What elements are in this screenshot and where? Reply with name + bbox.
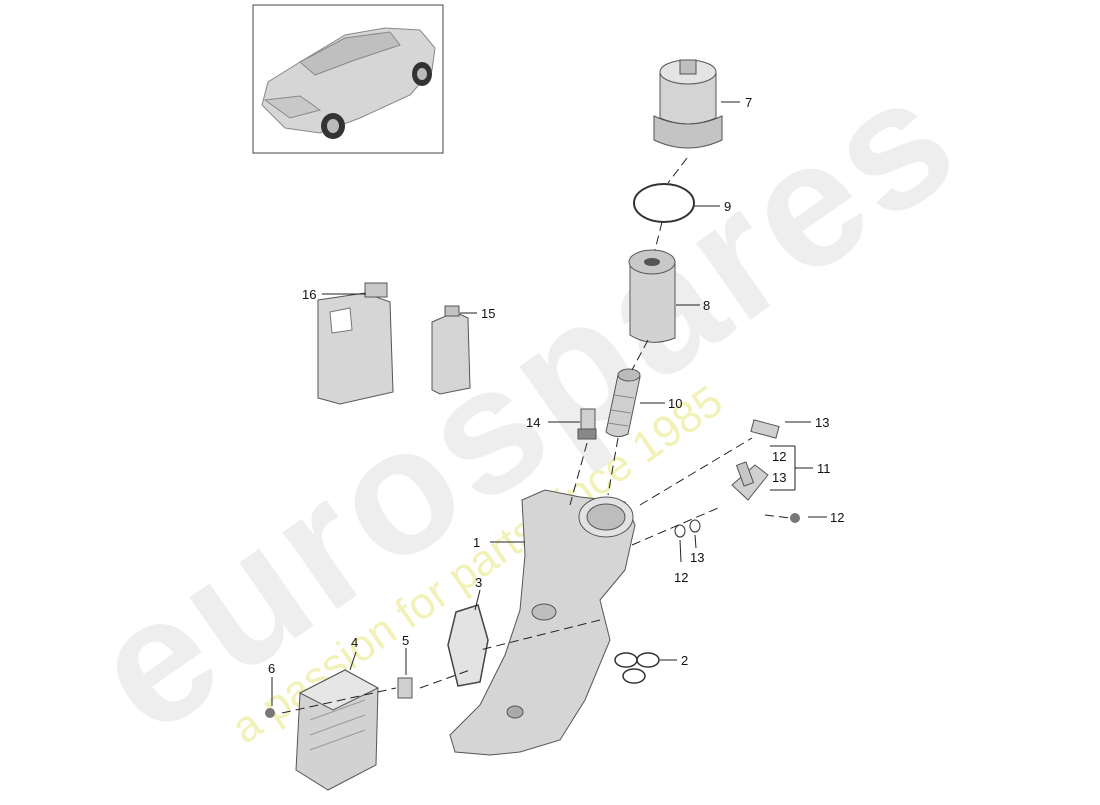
callout-13-bracket: 13 <box>772 470 786 485</box>
part-o-ring-12 <box>674 524 686 538</box>
vehicle-thumbnail <box>252 4 444 154</box>
callout-6: 6 <box>268 661 275 676</box>
part-oil-bottle-small <box>431 305 471 395</box>
callout-13: 13 <box>690 550 704 565</box>
part-filter-core <box>605 368 641 438</box>
callout-14: 12 <box>830 510 844 525</box>
part-seal-set <box>614 652 660 684</box>
callout-18: 16 <box>302 287 316 302</box>
callout-5: 5 <box>402 633 409 648</box>
assembly-lines <box>281 157 791 714</box>
callout-15: 13 <box>815 415 829 430</box>
part-hollow-bolt <box>397 677 413 699</box>
callout-16: 14 <box>526 415 540 430</box>
part-oil-filter-housing <box>449 489 636 756</box>
callout-10: 10 <box>668 396 682 411</box>
callout-labels: 7 9 8 10 14 16 15 13 12 13 11 12 1 3 2 4… <box>268 95 844 676</box>
part-screw-6 <box>265 708 275 718</box>
part-screw-14 <box>790 513 800 523</box>
part-pressure-sensor <box>577 408 597 440</box>
callout-9: 9 <box>724 199 731 214</box>
callout-8: 8 <box>703 298 710 313</box>
callout-11: 11 <box>817 461 831 476</box>
callout-2: 2 <box>681 653 688 668</box>
callout-1: 1 <box>473 535 480 550</box>
part-gasket <box>447 604 489 687</box>
callout-12: 12 <box>674 570 688 585</box>
part-thermostat-valve <box>731 461 769 501</box>
callout-4: 4 <box>351 635 358 650</box>
callout-17: 15 <box>481 306 495 321</box>
part-filter-housing-cap <box>653 59 723 149</box>
callout-3: 3 <box>475 575 482 590</box>
leader-lines <box>271 101 827 706</box>
part-oil-canister-large <box>317 282 394 405</box>
part-oil-cooler <box>295 669 380 791</box>
part-filter-element <box>628 249 676 343</box>
part-temperature-sensor <box>750 419 780 439</box>
part-o-ring <box>633 183 695 223</box>
car-illustration <box>261 27 436 139</box>
part-o-ring-13 <box>689 519 701 533</box>
callout-7: 7 <box>745 95 752 110</box>
callout-12-bracket: 12 <box>772 449 786 464</box>
